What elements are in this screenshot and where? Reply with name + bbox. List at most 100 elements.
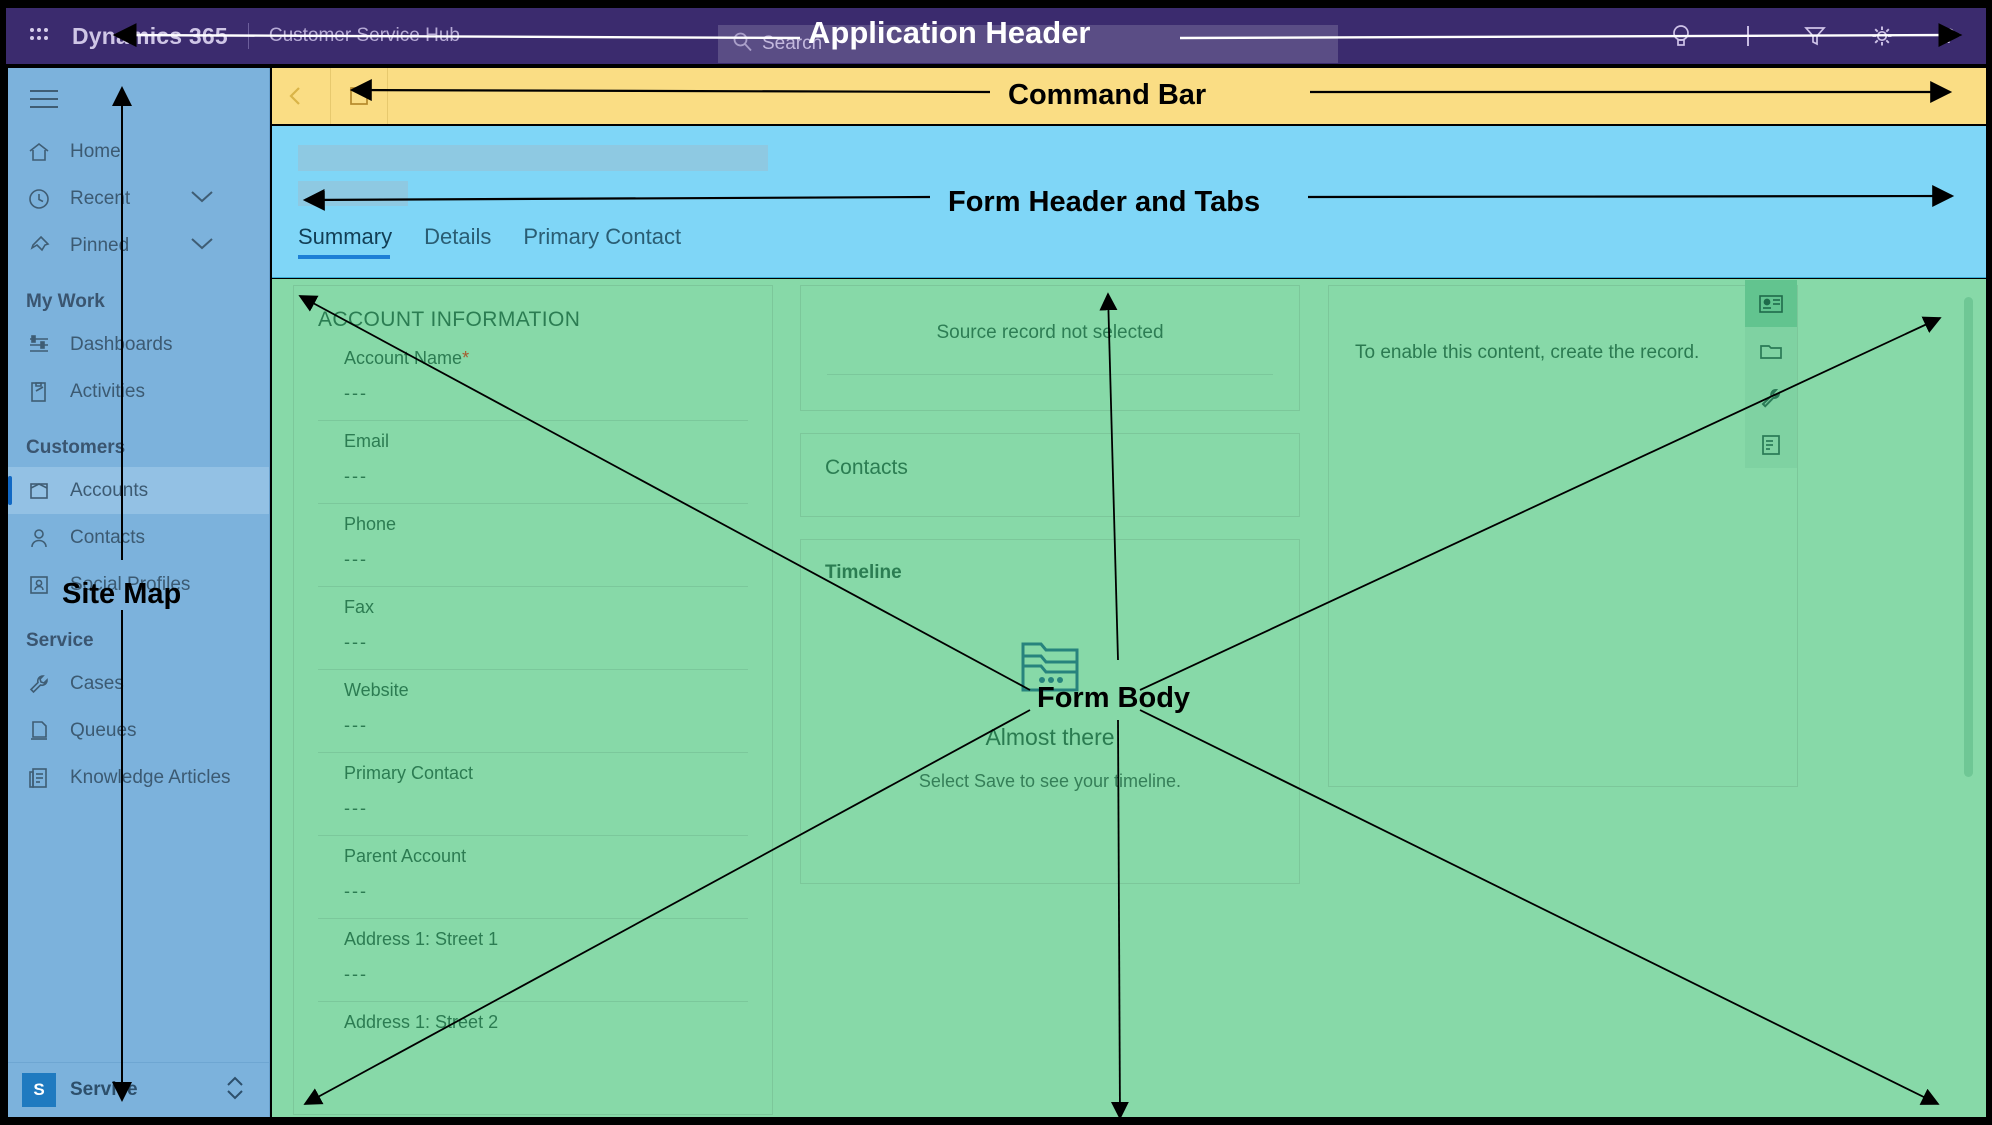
header-icon-group: ?	[1668, 8, 1962, 64]
search-input[interactable]: Search	[718, 25, 1338, 63]
field-label: Parent Account	[344, 846, 467, 866]
area-badge: S	[22, 1073, 56, 1107]
field-address1-street2[interactable]: Address 1: Street 2	[318, 1002, 748, 1033]
sidebar-item-label: Contacts	[70, 526, 145, 548]
sidebar-item-label: Activities	[70, 380, 145, 402]
sidebar-item-activities[interactable]: Activities	[8, 368, 269, 415]
command-bar-divider	[330, 68, 331, 124]
search-icon	[732, 31, 753, 57]
timeline-title: Timeline	[825, 562, 902, 583]
help-icon[interactable]: ?	[1936, 23, 1962, 49]
field-email[interactable]: Email ---	[318, 421, 748, 504]
area-label: Service	[70, 1079, 138, 1100]
vertical-scrollbar[interactable]	[1964, 297, 1973, 777]
section-title: ACCOUNT INFORMATION	[318, 308, 581, 331]
field-website[interactable]: Website ---	[318, 670, 748, 753]
updown-chevron-icon[interactable]	[224, 1074, 246, 1107]
sidebar-group-title: Service	[26, 630, 94, 651]
right-rail	[1745, 280, 1797, 468]
annotation-label-site-map: Site Map	[62, 578, 182, 610]
field-label: Fax	[344, 597, 375, 617]
sidebar-item-knowledge-articles[interactable]: Knowledge Articles	[8, 754, 269, 801]
annotation-label-application-header: Application Header	[808, 15, 1091, 50]
sidebar-item-label: Pinned	[70, 234, 130, 256]
folder-icon[interactable]	[1745, 327, 1797, 374]
sidebar-group-title: Customers	[26, 437, 126, 458]
right-column-message: To enable this content, create the recor…	[1355, 342, 1700, 363]
sidebar-item-recent[interactable]: Recent	[8, 175, 269, 222]
sidebar-item-label: Knowledge Articles	[70, 766, 231, 788]
plus-icon[interactable]	[1735, 23, 1761, 49]
sidebar-item-label: Accounts	[70, 479, 149, 501]
sidebar-item-cases[interactable]: Cases	[8, 660, 269, 707]
home-icon	[26, 139, 52, 165]
sidebar-item-queues[interactable]: Queues	[8, 707, 269, 754]
form-tabs: Summary Details Primary Contact	[298, 224, 681, 259]
article-icon	[26, 765, 52, 791]
sidebar-item-label: Dashboards	[70, 333, 173, 355]
area-switcher[interactable]: S Service	[8, 1062, 269, 1117]
annotation-label-command-bar: Command Bar	[1008, 79, 1207, 111]
gear-icon[interactable]	[1869, 23, 1895, 49]
field-primary-contact[interactable]: Primary Contact ---	[318, 753, 748, 836]
account-information-section: ACCOUNT INFORMATION Account Name* --- Em…	[293, 285, 773, 1115]
field-phone[interactable]: Phone ---	[318, 504, 748, 587]
dashboard-icon	[26, 332, 52, 358]
field-value: ---	[344, 964, 368, 984]
field-label: Address 1: Street 2	[344, 1012, 499, 1032]
contacts-card: Contacts	[800, 433, 1300, 517]
field-value: ---	[344, 466, 368, 486]
middle-column: Source record not selected Contacts Time…	[800, 285, 1300, 906]
svg-text:?: ?	[1943, 25, 1955, 48]
social-profile-icon	[26, 572, 52, 598]
hamburger-icon[interactable]	[30, 90, 58, 108]
field-value: ---	[344, 881, 368, 901]
sidebar-item-contacts[interactable]: Contacts	[8, 514, 269, 561]
field-label: Website	[344, 680, 409, 700]
field-label: Email	[344, 431, 390, 451]
field-fax[interactable]: Fax ---	[318, 587, 748, 670]
field-parent-account[interactable]: Parent Account ---	[318, 836, 748, 919]
filter-icon[interactable]	[1802, 23, 1828, 49]
app-name: Customer Service Hub	[268, 25, 460, 46]
clock-icon	[26, 186, 52, 212]
sidebar-item-dashboards[interactable]: Dashboards	[8, 321, 269, 368]
sidebar-item-social-profiles[interactable]: Social Profiles	[8, 561, 269, 608]
field-value: ---	[344, 549, 368, 569]
divider	[827, 374, 1273, 375]
sidebar-item-home[interactable]: Home	[8, 128, 269, 175]
sidebar-item-accounts[interactable]: Accounts	[8, 467, 269, 514]
field-address1-street1[interactable]: Address 1: Street 1 ---	[318, 919, 748, 1002]
document-icon[interactable]	[1745, 421, 1797, 468]
field-value: ---	[344, 798, 368, 818]
field-label: Phone	[344, 514, 397, 534]
field-value: ---	[344, 383, 368, 403]
command-bar	[272, 68, 1986, 124]
contact-card-icon[interactable]	[1745, 280, 1797, 327]
sidebar-item-label: Recent	[70, 187, 131, 209]
site-map: Home Recent Pinned My Work	[8, 68, 270, 1117]
field-account-name[interactable]: Account Name* ---	[318, 338, 748, 421]
right-column: To enable this content, create the recor…	[1328, 280, 1798, 787]
chevron-down-icon[interactable]	[189, 188, 215, 210]
back-arrow-icon[interactable]	[272, 84, 330, 108]
empty-heading: Almost there	[985, 724, 1115, 750]
new-record-icon[interactable]	[331, 86, 387, 106]
tab-summary[interactable]: Summary	[298, 224, 392, 259]
waffle-icon[interactable]	[18, 25, 64, 47]
queue-icon	[26, 718, 52, 744]
wrench-icon[interactable]	[1745, 374, 1797, 421]
sidebar-item-pinned[interactable]: Pinned	[8, 222, 269, 269]
sidebar-group-title: My Work	[26, 291, 105, 312]
lightbulb-icon[interactable]	[1668, 23, 1694, 49]
chevron-down-icon[interactable]	[189, 235, 215, 257]
field-label: Account Name*	[344, 348, 470, 368]
record-title-placeholder	[298, 145, 768, 171]
tab-details[interactable]: Details	[424, 224, 492, 249]
header-divider	[247, 23, 249, 49]
sidebar-item-label: Home	[70, 140, 121, 162]
tab-primary-contact[interactable]: Primary Contact	[523, 224, 682, 249]
sidebar-item-label: Cases	[70, 672, 124, 694]
wrench-icon	[26, 671, 52, 697]
